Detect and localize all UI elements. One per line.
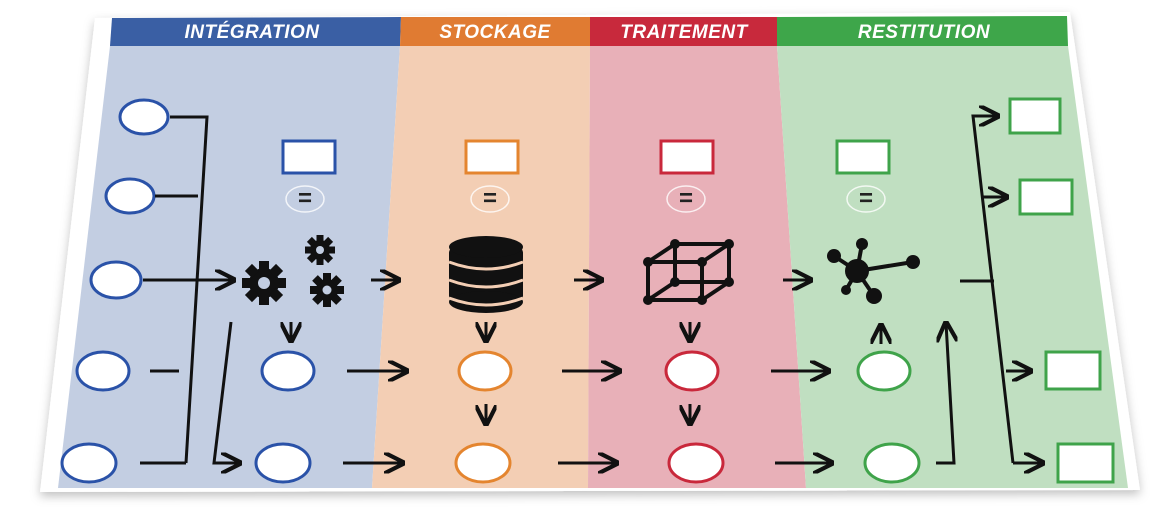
equals-sign: = xyxy=(298,185,312,212)
square-integration xyxy=(281,139,337,175)
equals-badges: = = = = xyxy=(285,185,886,213)
row-node xyxy=(454,442,512,484)
header-label-stockage: STOCKAGE xyxy=(439,22,551,43)
header-label-restitution: RESTITUTION xyxy=(858,22,991,43)
result-square xyxy=(1008,97,1062,135)
row-node xyxy=(457,350,513,392)
header-traitement xyxy=(590,17,777,46)
restitution-connectors xyxy=(960,116,1043,463)
header-stockage xyxy=(400,17,590,46)
panel-traitement xyxy=(588,46,806,488)
row-node xyxy=(254,442,312,484)
header-label-traitement: TRAITEMENT xyxy=(620,22,748,43)
integration-connectors xyxy=(140,115,240,463)
result-squares xyxy=(1008,97,1115,484)
result-square xyxy=(1018,178,1074,216)
row-node xyxy=(856,350,912,392)
row-node xyxy=(664,350,720,392)
row-nodes xyxy=(254,350,921,484)
database-icon xyxy=(448,236,524,313)
source-nodes xyxy=(60,98,170,484)
source-node xyxy=(104,177,156,215)
header-restitution xyxy=(777,16,1068,46)
equals-sign: = xyxy=(679,185,693,212)
row-node xyxy=(667,442,725,484)
header-label-integration: INTÉGRATION xyxy=(185,21,321,43)
down-arrows xyxy=(291,322,881,424)
output-squares xyxy=(281,139,891,175)
result-square xyxy=(1056,442,1115,484)
square-stockage xyxy=(464,139,520,175)
result-square xyxy=(1044,350,1102,391)
row-arrows xyxy=(343,323,954,463)
equals-sign: = xyxy=(483,185,497,212)
network-hub-icon xyxy=(827,238,920,304)
source-node xyxy=(60,442,118,484)
cube-icon xyxy=(643,239,734,305)
equals-sign: = xyxy=(859,185,873,212)
source-node xyxy=(118,98,170,136)
square-restitution xyxy=(835,139,891,175)
source-node xyxy=(75,350,131,392)
source-node xyxy=(89,260,143,300)
row-node xyxy=(863,442,921,484)
header-integration xyxy=(110,17,401,46)
square-traitement xyxy=(659,139,715,175)
row-node xyxy=(260,350,316,392)
